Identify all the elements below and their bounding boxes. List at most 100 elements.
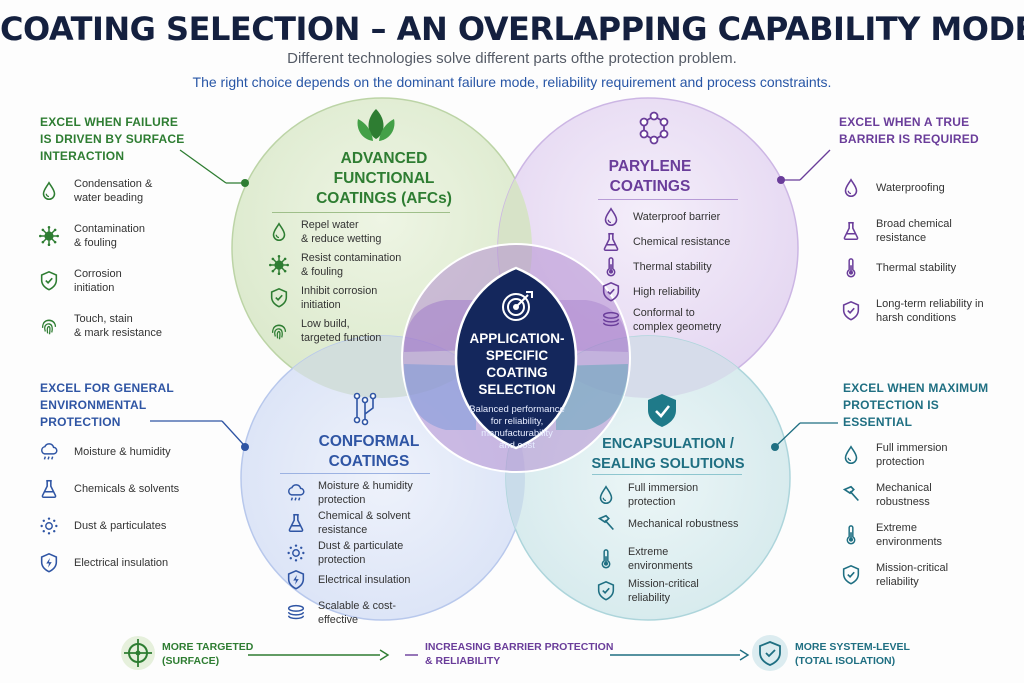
list-item-label: Chemical resistance bbox=[633, 236, 731, 248]
center-lens bbox=[454, 266, 578, 450]
afc-title: ADVANCED FUNCTIONAL COATINGS (AFCs) bbox=[316, 150, 452, 207]
list-item-label: Repel water& reduce wetting bbox=[301, 219, 382, 245]
droplet-icon bbox=[38, 180, 60, 202]
list-item-label: Thermal stability bbox=[633, 261, 712, 273]
list-item-label: High reliability bbox=[633, 286, 701, 298]
target-icon bbox=[502, 291, 533, 321]
thermometer-icon bbox=[595, 548, 617, 570]
fingerprint-icon bbox=[38, 315, 60, 337]
center-label: APPLICATION- SPECIFIC COATING SELECTION … bbox=[455, 330, 579, 452]
center-title: APPLICATION- SPECIFIC COATING SELECTION bbox=[469, 331, 565, 397]
parylene-title: PARYLENE COATINGS bbox=[608, 158, 692, 195]
shield-check-icon bbox=[38, 270, 60, 292]
shield-check-badge-icon bbox=[752, 635, 788, 671]
bottom-label-barrier: INCREASING BARRIER PROTECTION & RELIABIL… bbox=[425, 641, 614, 667]
cloud-rain-icon bbox=[38, 441, 60, 463]
right-bottom-heading: EXCEL WHEN MAXIMUM PROTECTION IS ESSENTI… bbox=[843, 381, 989, 429]
list-item-label: Contamination& fouling bbox=[74, 223, 145, 249]
list-item: Contamination& fouling bbox=[38, 222, 145, 250]
thermometer-icon bbox=[840, 524, 862, 546]
leaf-icon bbox=[357, 109, 395, 141]
list-item: Condensation &water beading bbox=[38, 177, 152, 205]
list-item: Waterproofing bbox=[840, 177, 945, 199]
virus-icon bbox=[268, 254, 290, 276]
list-item-label: Waterproofing bbox=[876, 182, 945, 194]
list-item-label: Scalable & cost-effective bbox=[318, 600, 397, 626]
droplet-icon bbox=[840, 177, 862, 199]
encapsulation-title: ENCAPSULATION / SEALING SOLUTIONS bbox=[591, 436, 745, 472]
bottom-label-system: MORE SYSTEM-LEVEL (TOTAL ISOLATION) bbox=[795, 641, 910, 667]
list-item-label: Resist contamination& fouling bbox=[301, 252, 402, 278]
shield-bolt-icon bbox=[38, 552, 60, 574]
shield-check-icon bbox=[648, 394, 676, 427]
shield-check-icon bbox=[600, 281, 622, 303]
list-item: Low build,targeted function bbox=[268, 317, 381, 345]
list-item-label: Dust & particulates bbox=[74, 520, 167, 532]
list-item: Repel water& reduce wetting bbox=[268, 218, 381, 246]
conformal-callout-dot bbox=[241, 443, 249, 451]
list-item: Moisture & humidity bbox=[38, 441, 171, 463]
flask-icon bbox=[840, 220, 862, 242]
page-title: COATING SELECTION – AN OVERLAPPING CAPAB… bbox=[0, 10, 1024, 48]
parylene-title-rule bbox=[598, 199, 738, 200]
dust-icon bbox=[285, 542, 307, 564]
list-item: Waterproof barrier bbox=[600, 206, 720, 228]
droplet-icon bbox=[840, 444, 862, 466]
flask-icon bbox=[285, 512, 307, 534]
afc-title-rule bbox=[272, 212, 450, 213]
bottom-label-targeted: MORE TARGETED (SURFACE) bbox=[162, 641, 254, 667]
left-top-heading: EXCEL WHEN FAILURE IS DRIVEN BY SURFACE … bbox=[40, 115, 185, 163]
list-item: Touch, stain& mark resistance bbox=[38, 312, 162, 340]
layers-icon bbox=[600, 309, 622, 331]
list-item: Resist contamination& fouling bbox=[268, 251, 401, 279]
molecule-icon bbox=[639, 111, 669, 145]
list-item: Dust & particulates bbox=[38, 515, 166, 537]
list-item: Scalable & cost-effective bbox=[285, 599, 396, 627]
encapsulation-title-rule bbox=[592, 474, 742, 475]
page-subtitle: Different technologies solve different p… bbox=[287, 50, 737, 67]
list-item-label: Moisture & humidity bbox=[74, 446, 171, 458]
list-item: Mechanical robustness bbox=[595, 513, 738, 535]
layers-icon bbox=[285, 602, 307, 624]
thermometer-icon bbox=[840, 257, 862, 279]
list-item-label: Chemicals & solvents bbox=[74, 483, 180, 495]
list-item: High reliability bbox=[600, 281, 700, 303]
parylene-callout-dot bbox=[777, 176, 785, 184]
conformal-title-rule bbox=[280, 473, 430, 474]
left-bottom-heading: EXCEL FOR GENERAL ENVIRONMENTAL PROTECTI… bbox=[40, 381, 174, 429]
list-item-label: Electrical insulation bbox=[74, 557, 169, 569]
list-item-label: Waterproof barrier bbox=[633, 211, 721, 223]
list-item: Thermal stability bbox=[840, 257, 956, 279]
thermometer-icon bbox=[600, 256, 622, 278]
encapsulation-callout-dot bbox=[771, 443, 779, 451]
flask-icon bbox=[600, 231, 622, 253]
shield-check-icon bbox=[840, 564, 862, 586]
shield-check-icon bbox=[840, 300, 862, 322]
list-item-label: Touch, stain& mark resistance bbox=[74, 313, 163, 339]
list-item-label: Thermal stability bbox=[876, 262, 957, 274]
fingerprint-icon bbox=[268, 320, 290, 342]
list-item-label: Low build,targeted function bbox=[301, 318, 382, 344]
